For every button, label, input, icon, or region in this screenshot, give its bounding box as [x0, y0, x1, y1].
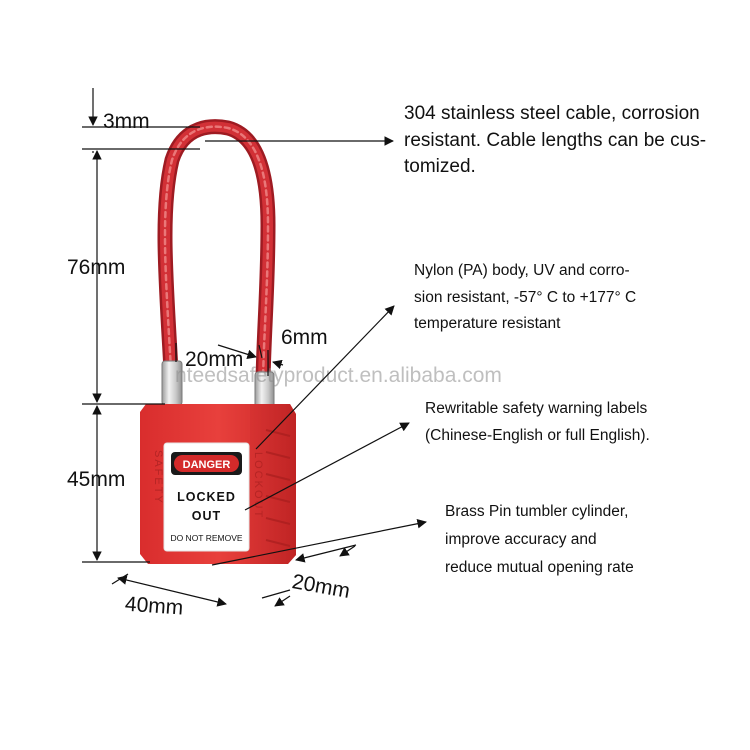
- dimension-lines-bottom: [111, 544, 357, 607]
- dim-45mm: 45mm: [67, 468, 125, 491]
- label-line1: LOCKED: [177, 490, 236, 504]
- callout-body: Nylon (PA) body, UV and corro- sion resi…: [414, 258, 636, 338]
- side-text-left: SAFETY: [152, 450, 164, 505]
- label-danger: DANGER: [183, 459, 231, 471]
- callout-labels: Rewritable safety warning labels (Chines…: [425, 395, 650, 449]
- label-line2: OUT: [192, 509, 221, 523]
- callout-leaders: [205, 136, 427, 566]
- callout-cable-line: resistant. Cable lengths can be cus-: [404, 129, 707, 151]
- label-line3: DO NOT REMOVE: [170, 533, 242, 543]
- dim-40mm: 40mm: [124, 593, 184, 620]
- dimension-lines-shackle: [175, 343, 284, 376]
- callout-cylinder: Brass Pin tumbler cylinder, improve accu…: [445, 498, 634, 582]
- dim-20mm-spacing: 20mm: [185, 348, 243, 371]
- dim-6mm: 6mm: [281, 326, 328, 349]
- watermark: nteedsafetyproduct.en.alibaba.com: [175, 364, 502, 387]
- callout-cable: 304 stainless steel cable, corrosion res…: [404, 101, 706, 181]
- callout-cable-line: 304 stainless steel cable, corrosion: [404, 103, 700, 124]
- dim-76mm: 76mm: [67, 256, 125, 279]
- callout-cylinder-line: improve accuracy and: [445, 531, 597, 548]
- callout-labels-line: Rewritable safety warning labels: [425, 400, 648, 417]
- side-text-right: LOCKOUT: [252, 452, 264, 519]
- grip-ridges: [265, 429, 291, 547]
- cable-ferrules: [161, 360, 275, 409]
- callout-cable-line: tomized.: [404, 156, 476, 177]
- callout-labels-line: (Chinese-English or full English).: [425, 427, 650, 444]
- cable-shackle: [157, 119, 276, 388]
- callout-cylinder-line: reduce mutual opening rate: [445, 559, 634, 576]
- callout-body-line: temperature resistant: [414, 315, 561, 332]
- dimension-lines-vertical: [82, 88, 200, 563]
- callout-body-line: sion resistant, -57° C to +177° C: [414, 288, 637, 306]
- callout-cylinder-line: Brass Pin tumbler cylinder,: [445, 503, 629, 520]
- callout-body-line: Nylon (PA) body, UV and corro-: [414, 262, 630, 279]
- dim-20mm-depth: 20mm: [290, 570, 351, 603]
- safety-label: DANGER LOCKED OUT DO NOT REMOVE: [163, 442, 250, 552]
- dim-3mm: 3mm: [103, 110, 150, 133]
